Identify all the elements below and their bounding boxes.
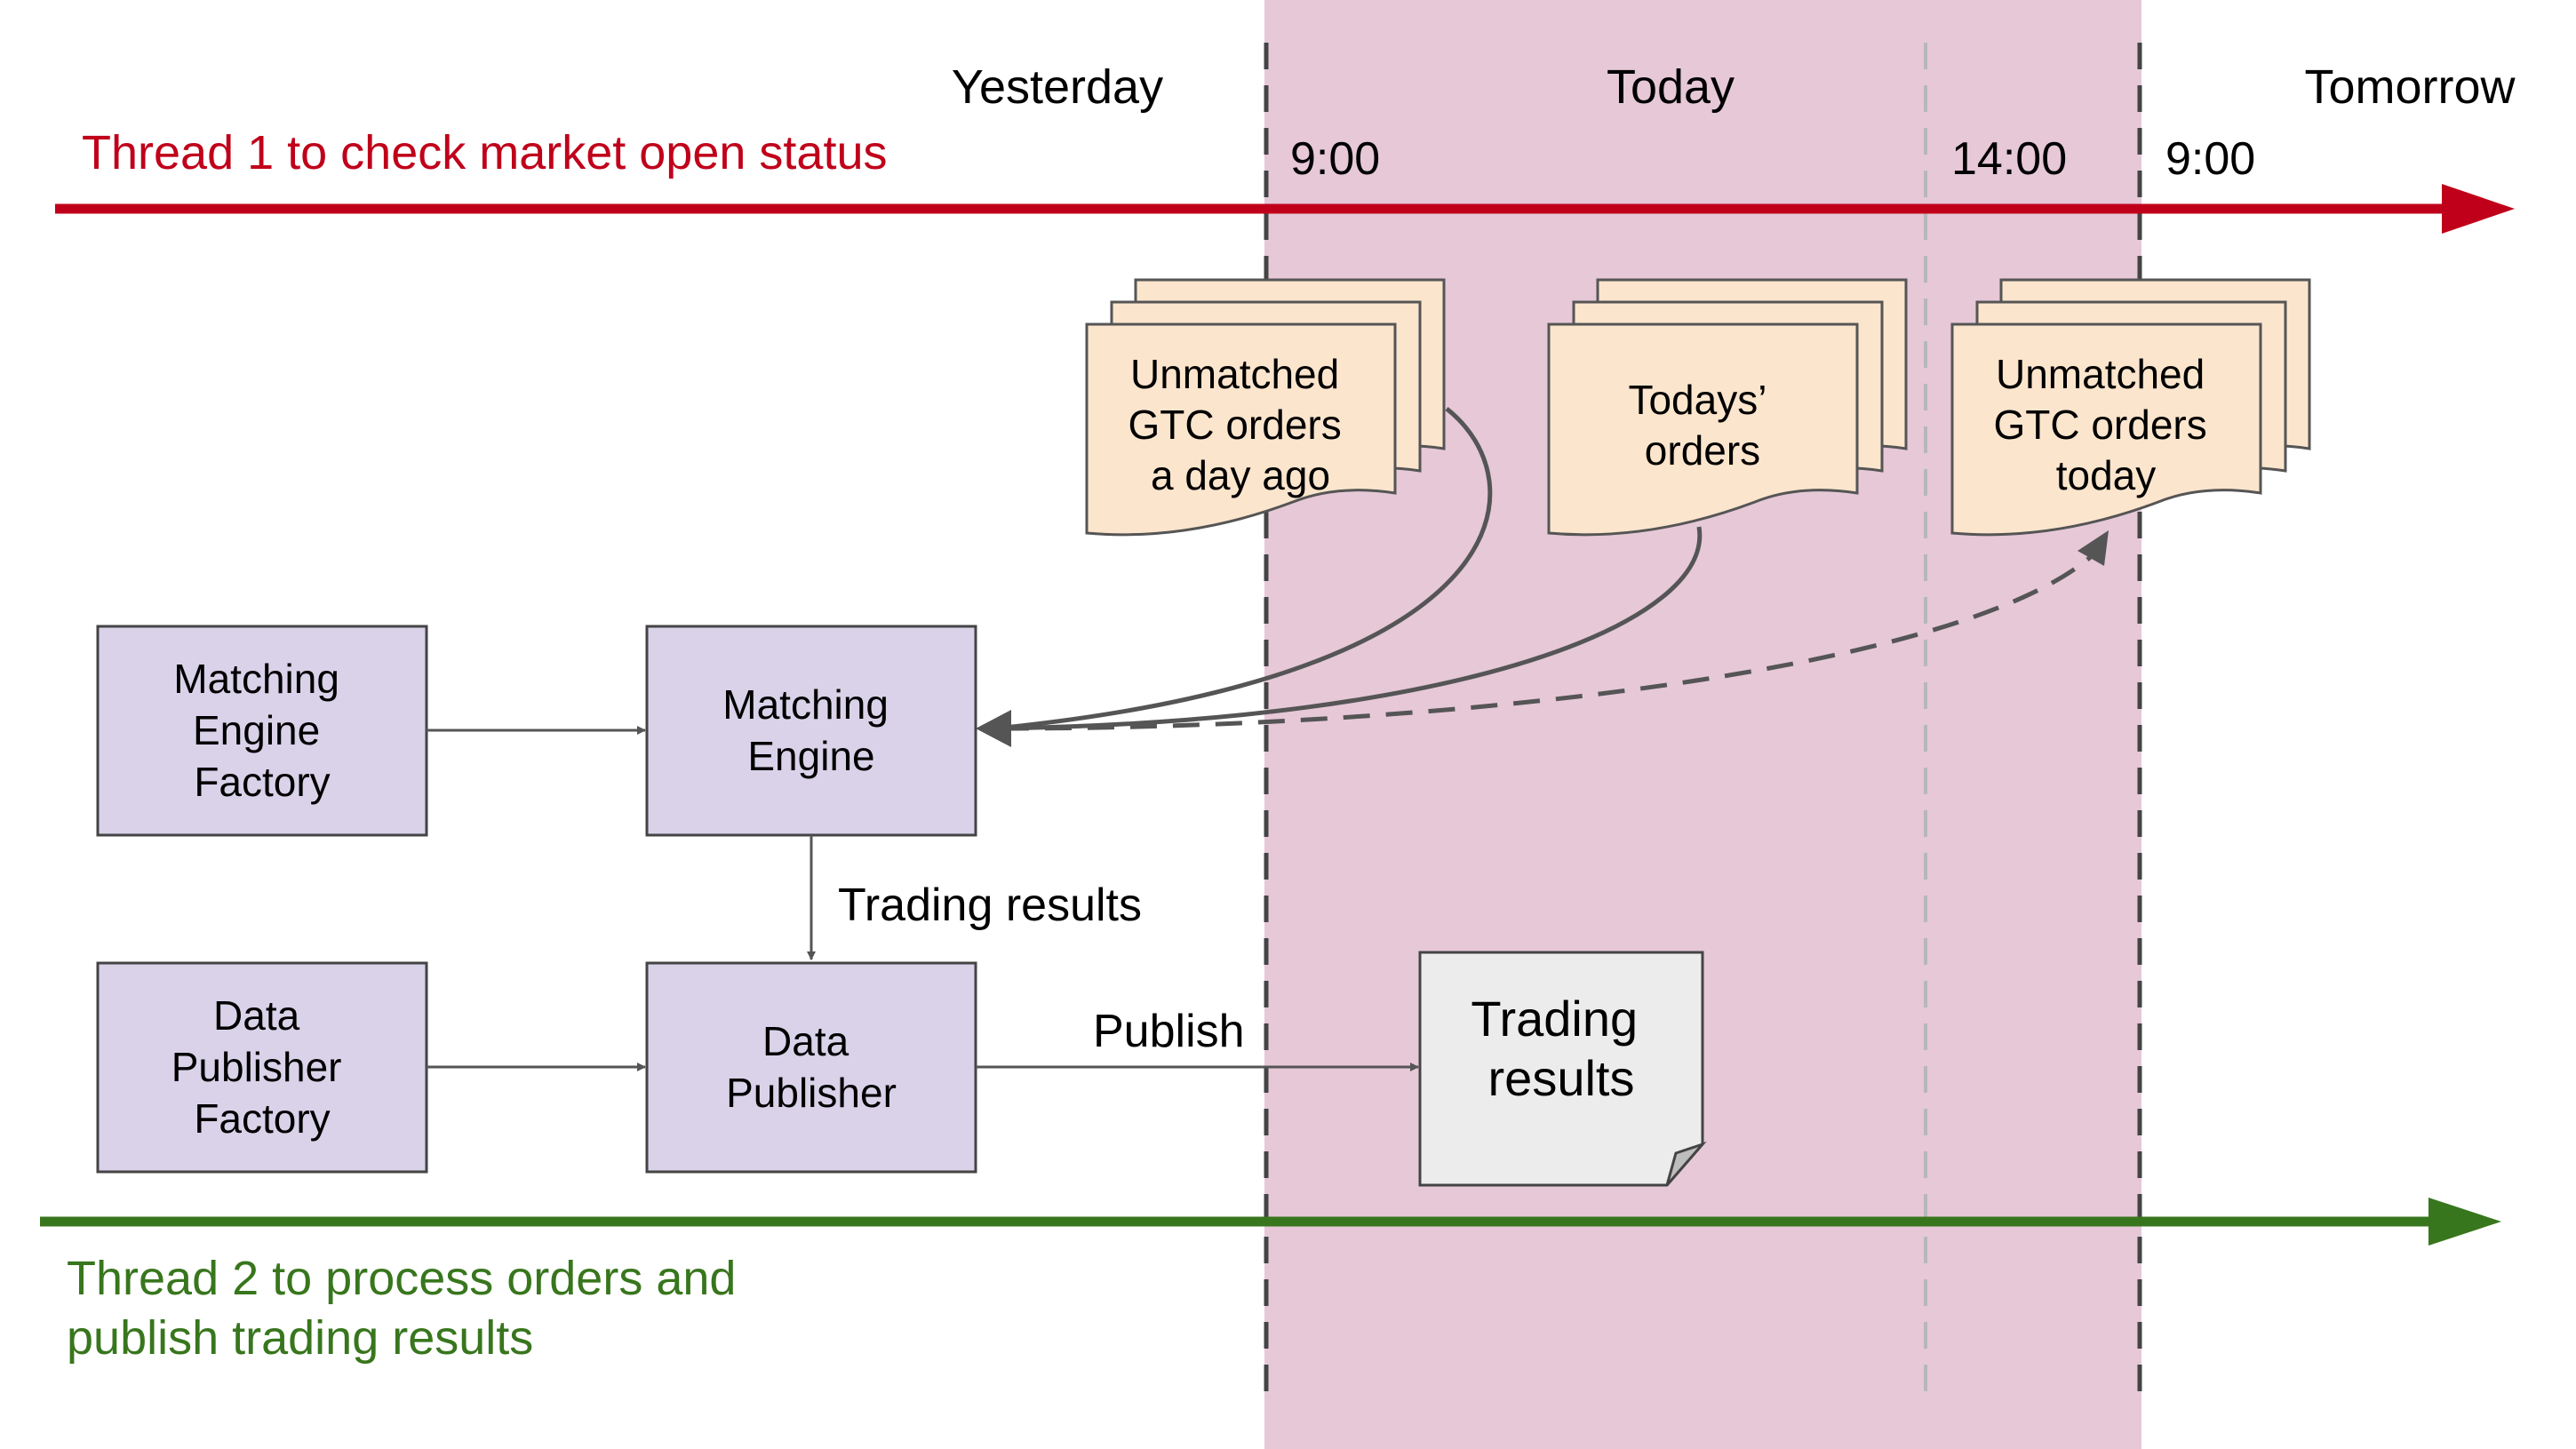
- connector-engine-to-unmatched-today: [1001, 553, 2094, 731]
- trading-results-document: Trading results: [1418, 951, 1707, 1187]
- order-stack-todays-line2: orders: [1645, 427, 1760, 474]
- edge-label-trading-results: Trading results: [838, 880, 1142, 931]
- matching-engine-box: Matching Engine: [645, 625, 977, 837]
- time-label-14pm: 14:00: [1951, 133, 2067, 185]
- svg-text:Data Publisher Fac: Data Publisher Factory: [171, 992, 354, 1142]
- svg-text:Trading results: Trading results: [1471, 991, 1651, 1106]
- data-publisher-line2: Publisher: [726, 1070, 897, 1116]
- order-stack-unmatched-today-line1: Unmatched: [1996, 351, 2205, 397]
- time-label-9am-tomorrow: 9:00: [2165, 133, 2255, 185]
- order-stack-unmatched-yesterday-line2: GTC orders: [1128, 402, 1341, 448]
- order-stack-todays-line1: Todays’: [1628, 377, 1765, 423]
- thread2-label-line2: publish trading results: [67, 1311, 533, 1365]
- connector-arrowhead-unmatched-today: [2078, 530, 2109, 566]
- connector-todays-orders-to-engine: [994, 526, 1703, 731]
- svg-text:Matching Engine Fa: Matching Engine Factory: [173, 656, 350, 805]
- data-publisher-factory-line2: Publisher: [171, 1044, 342, 1090]
- period-yesterday: Yesterday: [952, 60, 1163, 114]
- data-publisher-factory-line1: Data: [213, 992, 300, 1039]
- thread2-label-line1: Thread 2 to process orders and: [67, 1252, 736, 1305]
- order-stack-unmatched-yesterday-line3: a day ago: [1151, 452, 1330, 498]
- matching-engine-factory-line2: Engine: [193, 707, 320, 753]
- period-tomorrow: Tomorrow: [2304, 60, 2516, 114]
- period-today: Today: [1607, 60, 1735, 114]
- matching-engine-line1: Matching: [722, 681, 889, 728]
- matching-engine-line2: Engine: [747, 733, 874, 779]
- data-publisher-factory-box: Data Publisher Factory: [96, 961, 428, 1174]
- order-stack-unmatched-today: Unmatched GTC orders today: [1950, 278, 2311, 537]
- svg-text:Todays’ orders: Todays’ orders: [1628, 377, 1776, 474]
- matching-engine-factory-line3: Factory: [194, 759, 330, 805]
- order-stack-unmatched-today-line2: GTC orders: [1993, 402, 2206, 448]
- data-publisher-box: Data Publisher: [645, 961, 977, 1174]
- trading-results-doc-line1: Trading: [1471, 991, 1638, 1047]
- order-stack-unmatched-yesterday: Unmatched GTC orders a day ago: [1085, 278, 1446, 537]
- matching-engine-factory-box: Matching Engine Factory: [96, 625, 428, 837]
- thread1-arrowhead: [2442, 184, 2515, 234]
- order-stack-todays: Todays’ orders: [1547, 278, 1908, 537]
- connector-yesterday-orders-to-engine: [994, 407, 1493, 731]
- svg-text:Unmatched GTC orders: Unmatched GTC orders a day ago: [1128, 351, 1352, 498]
- order-stack-unmatched-today-line3: today: [2056, 452, 2157, 498]
- edge-label-publish: Publish: [1093, 1006, 1245, 1057]
- data-publisher-line1: Data: [762, 1018, 849, 1064]
- svg-text:Data Publisher: Data Publisher: [726, 1018, 897, 1116]
- svg-text:Thread 2 to process orders and: Thread 2 to process orders and publish t…: [67, 1252, 749, 1365]
- matching-engine-factory-line1: Matching: [173, 656, 339, 702]
- thread1-label: Thread 1 to check market open status: [82, 126, 887, 179]
- thread2-arrowhead: [2428, 1198, 2501, 1246]
- connector-arrowhead-engine: [976, 710, 1011, 747]
- svg-text:Matching Engine: Matching Engine: [722, 681, 899, 779]
- trading-results-doc-line2: results: [1488, 1050, 1635, 1106]
- time-label-9am: 9:00: [1290, 133, 1380, 185]
- svg-text:Unmatched GTC orders: Unmatched GTC orders today: [1993, 351, 2218, 498]
- today-band: [1264, 0, 2141, 1449]
- data-publisher-factory-line3: Factory: [194, 1095, 330, 1142]
- order-stack-unmatched-yesterday-line1: Unmatched: [1130, 351, 1339, 397]
